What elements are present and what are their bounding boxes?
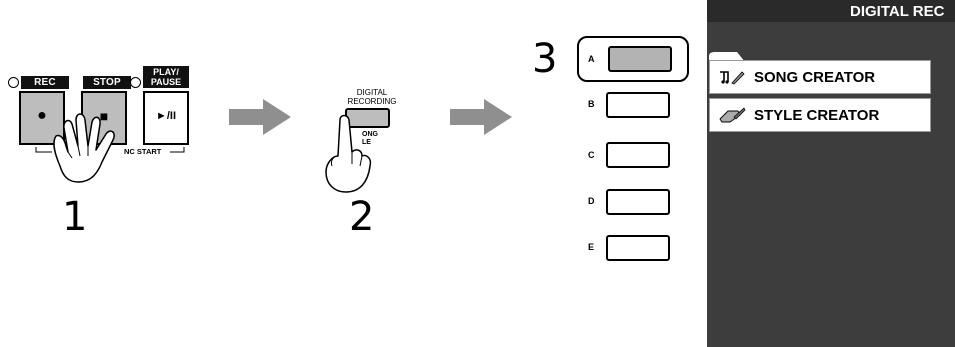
button-a[interactable] [608, 46, 672, 72]
highlight-frame [577, 36, 689, 82]
pointing-hand-icon [325, 114, 372, 193]
button-b[interactable] [606, 92, 670, 118]
arrow-right-icon [450, 99, 512, 135]
lcd-screen: DIGITAL REC SONG CREATOR STYLE CREATOR [707, 0, 955, 347]
pressing-hand-icon [53, 113, 115, 183]
style-creator-icon [718, 107, 746, 127]
digital-recording-label: DIGITAL RECORDING [332, 88, 412, 106]
caption-sync-start: NC START [124, 147, 162, 156]
menu-tab [709, 52, 745, 62]
rec-glyph: ● [37, 107, 47, 124]
button-c[interactable] [606, 142, 670, 168]
song-style-label-line1: ONG [362, 131, 378, 138]
song-creator-icon [718, 69, 746, 89]
button-letter-a: A [588, 54, 595, 64]
button-letter-e: E [588, 242, 595, 252]
button-letter-d: D [588, 196, 595, 206]
song-creator-item[interactable]: SONG CREATOR [709, 60, 931, 94]
button-letter-c: C [588, 150, 595, 160]
step-number-3: 3 [532, 36, 558, 82]
rec-label: REC [21, 76, 69, 89]
step-number-1: 1 [62, 194, 88, 240]
button-d[interactable] [606, 189, 670, 215]
caption-brackets [35, 147, 185, 153]
song-style-label-line2: LE [362, 139, 371, 146]
lcd-title-bar: DIGITAL REC [707, 0, 955, 22]
play-pause-label-line2: PAUSE [150, 77, 182, 87]
rec-led [8, 77, 19, 88]
song-creator-label: SONG CREATOR [754, 69, 876, 86]
digital-recording-label-line1: DIGITAL [356, 88, 388, 97]
play-pause-glyph: ►/II [155, 110, 177, 122]
play-pause-label-line1: PLAY/ [153, 67, 179, 77]
song-style-label: ONG LE [362, 131, 378, 147]
play-pause-button[interactable]: ►/II [143, 91, 189, 145]
lcd-title: DIGITAL REC [850, 3, 945, 20]
style-creator-label: STYLE CREATOR [754, 107, 880, 124]
play-led [130, 77, 141, 88]
step-number-2: 2 [349, 194, 375, 240]
style-creator-item[interactable]: STYLE CREATOR [709, 98, 931, 132]
stop-label: STOP [83, 76, 131, 89]
play-pause-label: PLAY/ PAUSE [143, 66, 189, 88]
arrow-right-icon [229, 99, 291, 135]
button-e[interactable] [606, 235, 670, 261]
stop-glyph: ■ [99, 108, 109, 124]
button-letter-b: B [588, 99, 595, 109]
digital-recording-label-line2: RECORDING [347, 97, 397, 106]
